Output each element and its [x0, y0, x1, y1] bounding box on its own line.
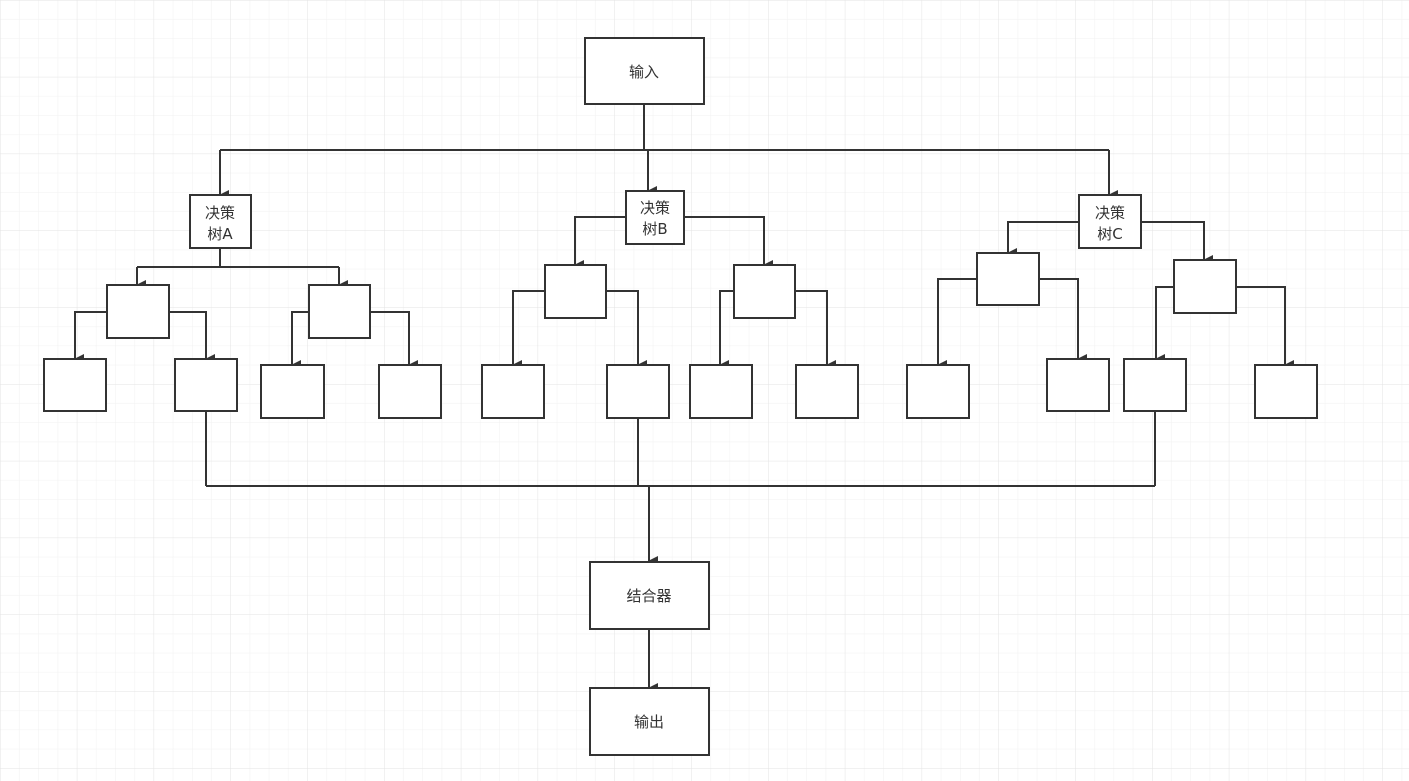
tree-a-box[interactable] — [189, 194, 252, 249]
tree-a-leaf-4[interactable] — [378, 364, 442, 419]
tree-c-leaf-2[interactable] — [1046, 358, 1110, 412]
edge-c1-right — [1039, 278, 1087, 364]
edge-b1-right — [606, 290, 647, 370]
tree-a-leaf-1[interactable] — [43, 358, 107, 412]
edge-c2-right — [1236, 286, 1294, 370]
output-label: 输出 — [634, 713, 664, 731]
tree-b-label-line1: 决策 — [640, 199, 670, 217]
tree-a-label-line1: 决策 — [205, 204, 235, 222]
tree-a-label-line2: 树A — [207, 225, 233, 243]
nodes — [43, 37, 1318, 756]
tree-b-leaf-2[interactable] — [606, 364, 670, 419]
edge-a2-left — [291, 311, 309, 370]
tree-c-node-1[interactable] — [976, 252, 1040, 306]
edge-c1-left — [937, 278, 977, 370]
edge-b2-left — [719, 290, 734, 370]
edge-a2-right — [370, 311, 418, 370]
tree-c-leaf-3[interactable] — [1123, 358, 1187, 412]
tree-b-node-1[interactable] — [544, 264, 607, 319]
output-box[interactable] — [589, 687, 710, 756]
tree-c-leaf-1[interactable] — [906, 364, 970, 419]
input-label: 输入 — [629, 63, 659, 81]
tree-c-label-line1: 决策 — [1095, 204, 1125, 222]
tree-b-node-2[interactable] — [733, 264, 796, 319]
labels: 输入 决策 树A 决策 树B 决策 树C 结合器 输出 — [205, 63, 1125, 731]
tree-b-box[interactable] — [625, 190, 685, 245]
edge-b1-left — [512, 290, 545, 370]
edge-a1-left — [74, 311, 107, 364]
tree-c-label-line2: 树C — [1097, 225, 1122, 243]
tree-b-leaf-4[interactable] — [795, 364, 859, 419]
edge-tree-b-right — [684, 216, 773, 270]
tree-b-label-line2: 树B — [642, 220, 667, 238]
tree-a-leaf-3[interactable] — [260, 364, 325, 419]
tree-b-leaf-3[interactable] — [689, 364, 753, 419]
edge-tree-c-right — [1141, 221, 1213, 265]
edge-b2-right — [795, 290, 836, 370]
edge-c2-left — [1155, 286, 1174, 364]
edge-tree-b-left — [574, 216, 626, 270]
input-box[interactable] — [584, 37, 705, 105]
tree-a-leaf-2[interactable] — [174, 358, 238, 412]
edge-a1-right — [169, 311, 215, 364]
tree-c-node-2[interactable] — [1173, 259, 1237, 314]
connectors — [74, 104, 1294, 693]
edge-tree-c-left — [1007, 221, 1079, 258]
tree-b-leaf-1[interactable] — [481, 364, 545, 419]
tree-a-node-2[interactable] — [308, 284, 371, 339]
tree-a-node-1[interactable] — [106, 284, 170, 339]
tree-c-leaf-4[interactable] — [1254, 364, 1318, 419]
tree-c-box[interactable] — [1078, 194, 1142, 249]
combiner-box[interactable] — [589, 561, 710, 630]
combiner-label: 结合器 — [626, 587, 671, 605]
